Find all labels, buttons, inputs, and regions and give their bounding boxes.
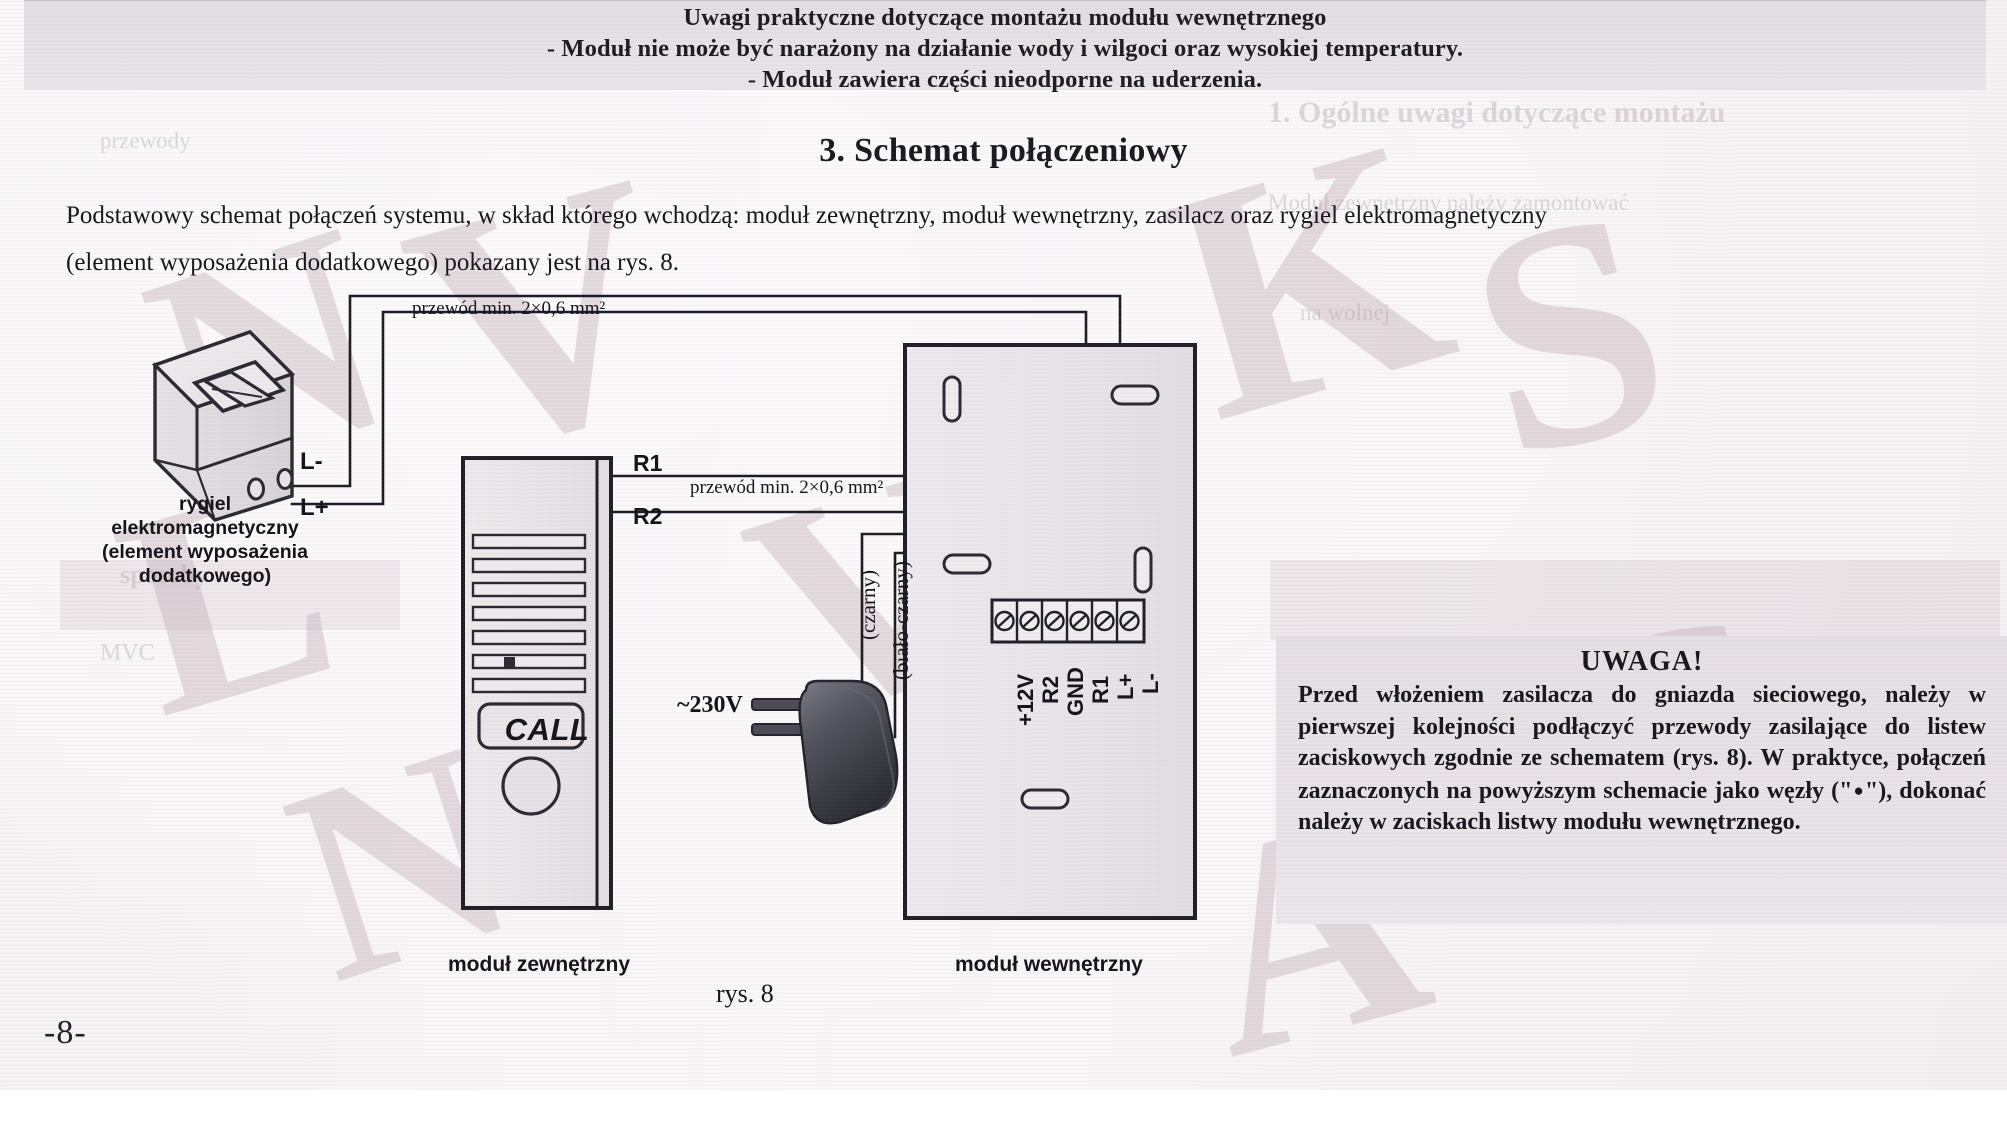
warning-title: UWAGA! <box>1580 646 1704 677</box>
lock-caption: rygiel elektromagnetyczny (element wypos… <box>60 492 350 588</box>
wiring-diagram: przewód min. 2×0,6 mm² przewód min. 2×0,… <box>60 294 1197 1008</box>
lock-caption-line-3: (element wyposażenia <box>102 541 308 563</box>
warning-box: UWAGA! Przed włożeniem zasilacza do gnia… <box>1276 636 2007 924</box>
call-push-button <box>501 756 561 816</box>
warning-body-part-1: Przed włożeniem zasilacza do gniazda sie… <box>1298 682 1986 804</box>
header-note-title: Uwagi praktyczne dotyczące montażu moduł… <box>683 4 1327 31</box>
power-supply-adapter <box>751 679 899 825</box>
indoor-module <box>903 343 1197 920</box>
lock-terminal-plus-label: L+ <box>300 494 329 521</box>
psu-wire-white-black-label: (biało-czarny) <box>889 561 913 680</box>
figure-caption: rys. 8 <box>716 979 774 1008</box>
header-notes: Uwagi praktyczne dotyczące montażu moduł… <box>24 2 1986 94</box>
mounting-slot-mid-left <box>942 553 992 575</box>
terminal-label-r2: R2 <box>1038 675 1063 704</box>
intro-paragraph: Podstawowy schemat połączeń systemu, w s… <box>66 192 1916 286</box>
lock-caption-line-2: elektromagnetyczny <box>111 517 299 539</box>
terminal-label-gnd: GND <box>1063 667 1088 716</box>
header-note-2: - Moduł zawiera części nieodporne na ude… <box>747 66 1263 93</box>
terminal-label-lminus: L- <box>1138 673 1163 694</box>
call-button-label: CALL <box>504 712 590 747</box>
electromagnetic-lock <box>151 330 296 522</box>
wire-label-middle: przewód min. 2×0,6 mm² <box>690 477 884 498</box>
warning-body-part-2: "), dokonać należy w zaciskach listwy mo… <box>1298 777 1986 836</box>
lock-terminal-minus-label: L- <box>300 448 323 475</box>
indoor-module-caption: moduł wewnętrzny <box>955 953 1143 976</box>
mounting-slot-bottom <box>1020 788 1070 810</box>
call-nameplate <box>477 702 585 750</box>
section-heading: 3. Schemat połączeniowy <box>819 132 1188 169</box>
terminal-label-lplus: L+ <box>1113 673 1138 700</box>
header-banner <box>24 0 1986 90</box>
header-note-1: - Moduł nie może być narażony na działan… <box>546 35 1464 62</box>
outdoor-module <box>461 456 613 910</box>
intro-line-2: (element wyposażenia dodatkowego) pokaza… <box>66 249 679 276</box>
page-number: -8- <box>44 1014 87 1051</box>
warning-node-glyph: ● <box>1852 780 1865 800</box>
microphone-dot <box>504 657 515 667</box>
mains-voltage-label: ~230V <box>677 692 743 718</box>
terminal-label-r1: R1 <box>1088 675 1113 704</box>
mounting-slot-top-left <box>942 375 962 423</box>
speaker-grille <box>471 533 587 694</box>
intro-line-1: Podstawowy schemat połączeń systemu, w s… <box>66 202 1547 229</box>
wire-label-top: przewód min. 2×0,6 mm² <box>412 298 606 319</box>
bus-label-r1: R1 <box>633 450 663 476</box>
mounting-slot-top-right <box>1110 384 1160 406</box>
lock-caption-line-1: rygiel <box>178 493 232 515</box>
terminal-strip <box>990 598 1146 644</box>
mounting-slot-mid-right <box>1133 546 1153 594</box>
lock-caption-line-4: dodatkowego) <box>138 565 272 587</box>
psu-wire-black-label: (czarny) <box>856 570 880 640</box>
bus-label-r2: R2 <box>633 503 663 529</box>
warning-body: Przed włożeniem zasilacza do gniazda sie… <box>1298 680 1986 839</box>
terminal-label-12v: +12V <box>1013 674 1038 726</box>
outdoor-module-caption: moduł zewnętrzny <box>448 953 631 976</box>
